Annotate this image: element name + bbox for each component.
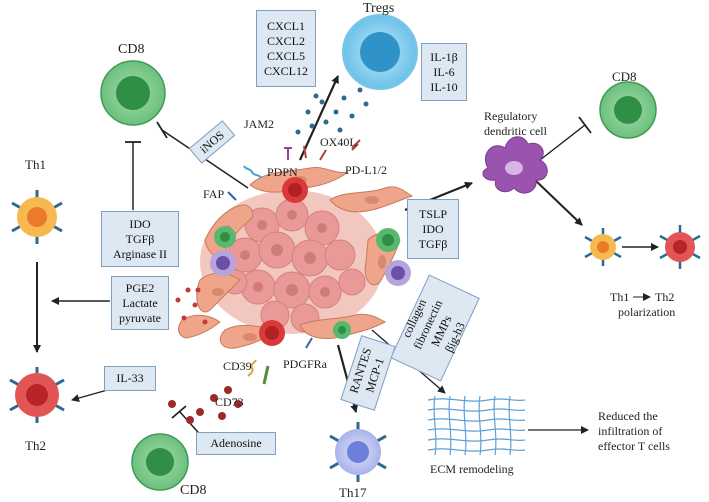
reduced-label-3: effector T cells: [598, 439, 670, 453]
th2-cell-right: [659, 225, 701, 269]
cd8-top-label: CD8: [118, 42, 145, 57]
cd8-right-label: CD8: [612, 69, 637, 84]
ido-item: IDO: [129, 216, 151, 231]
ido-tgfb-arginase-box: IDO TGFβ Arginase II: [101, 211, 179, 267]
ox40l-label: OX40L: [320, 135, 357, 149]
il33-item: IL-33: [116, 371, 144, 385]
th1-cell-right: [584, 228, 622, 266]
cd8-cell-right: [599, 81, 657, 139]
cytokine-item: IL-6: [433, 64, 455, 79]
surface-receptors: [227, 139, 361, 385]
th2-polarization-label: Th2: [655, 290, 675, 304]
tregs-label: Tregs: [363, 1, 395, 16]
ecm-remodeling-label: ECM remodeling: [430, 462, 514, 476]
cytokine-item: IL-10: [430, 79, 458, 94]
adenosine-item: Adenosine: [210, 436, 262, 450]
th17-cell: [329, 422, 387, 482]
chemokine-box: CXCL1 CXCL2 CXCL5 CXCL12: [256, 10, 316, 87]
pyruvate-item: pyruvate: [119, 310, 161, 325]
tgfb-item: TGFβ: [125, 231, 155, 246]
th1-label: Th1: [25, 157, 46, 172]
reduced-label-2: infiltration of: [598, 424, 663, 438]
polarization-label: polarization: [618, 305, 676, 319]
cytokine-item: IL-1β: [430, 49, 458, 64]
regulatory-dc-label-2: dendritic cell: [484, 124, 547, 138]
th17-label: Th17: [339, 485, 367, 500]
arginase-item: Arginase II: [112, 246, 168, 261]
th1-polarization-label: Th1: [610, 290, 630, 304]
adenosine-particles: [168, 386, 242, 424]
adenosine-box: Adenosine: [196, 432, 276, 455]
chemokine-particles: [295, 87, 369, 135]
cd8-cell-top: [100, 60, 166, 126]
intratumoral-immune-cells: [210, 177, 411, 346]
pdpn-label: PDPN: [267, 165, 298, 179]
cd8-bottom-label: CD8: [180, 483, 207, 498]
chemokine-item: CXCL1: [266, 18, 305, 33]
ecm-mesh: [427, 395, 526, 456]
cd73-label: CD73: [215, 395, 244, 409]
tgfb-item: TGFβ: [418, 236, 448, 251]
chemokine-item: CXCL12: [263, 63, 308, 78]
cytokine-box: IL-1β IL-6 IL-10: [421, 43, 467, 101]
pge2-item: PGE2: [125, 280, 155, 295]
lactate-item: Lactate: [122, 295, 158, 310]
il33-box: IL-33: [104, 366, 156, 391]
regulatory-dendritic-cell: [482, 136, 548, 194]
chemokine-item: CXCL2: [266, 33, 305, 48]
chemokine-item: CXCL5: [266, 48, 305, 63]
pdgfra-label: PDGFRa: [283, 357, 328, 371]
cd8-cell-bottom: [131, 433, 189, 491]
tslp-ido-tgfb-box: TSLP IDO TGFβ: [407, 199, 459, 259]
metabolite-particles: [175, 287, 208, 325]
reduced-label-1: Reduced the: [598, 409, 658, 423]
pge2-box: PGE2 Lactate pyruvate: [111, 276, 169, 330]
ido-item: IDO: [422, 221, 444, 236]
fap-label: FAP: [203, 187, 225, 201]
jam2-label: JAM2: [244, 117, 275, 131]
th2-label: Th2: [25, 438, 46, 453]
regulatory-dc-label-1: Regulatory: [484, 109, 538, 123]
pdl12-label: PD-L1/2: [345, 163, 387, 177]
treg-cell: [342, 14, 418, 90]
th1-cell-left: [11, 190, 63, 244]
tslp-item: TSLP: [418, 206, 447, 221]
th2-cell-left: [9, 367, 65, 423]
cd39-label: CD39: [223, 359, 252, 373]
